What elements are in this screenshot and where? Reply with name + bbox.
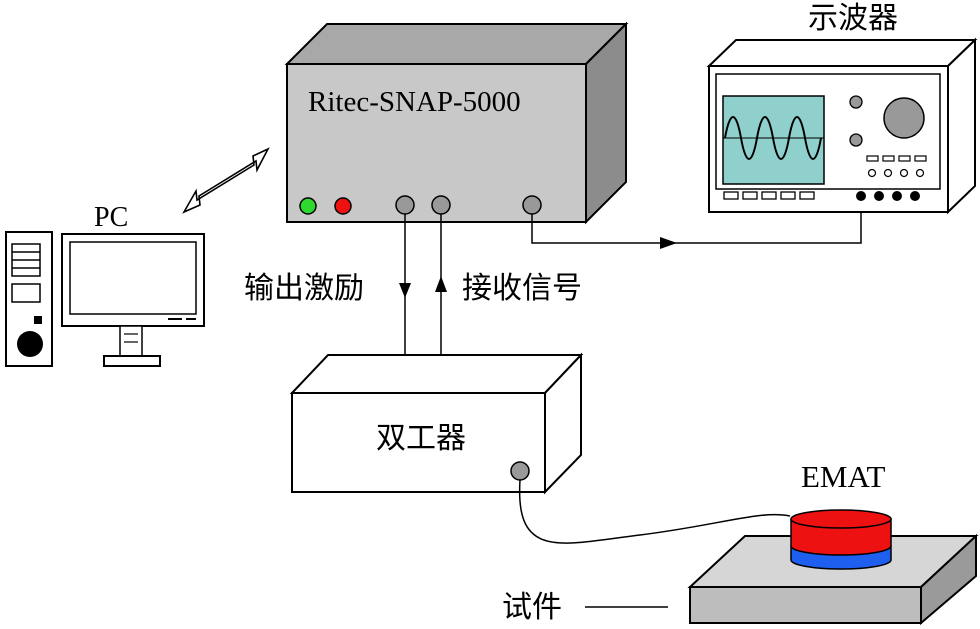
excitation-output-port	[395, 195, 415, 215]
control-keys	[866, 155, 927, 178]
small-knob-icon	[849, 133, 863, 147]
large-knob-icon	[883, 97, 925, 139]
specimen-label: 试件	[502, 590, 562, 625]
oscilloscope	[706, 37, 978, 215]
red-led-indicator	[334, 197, 352, 215]
pc-label: PC	[94, 202, 129, 233]
output-excitation-label: 输出激励	[244, 271, 364, 306]
pc-computer	[5, 231, 205, 367]
scope-connection	[531, 196, 862, 249]
small-knob-icon	[849, 95, 863, 109]
oscilloscope-label: 示波器	[808, 1, 898, 36]
green-led-indicator	[299, 197, 317, 215]
duplexer-box	[289, 352, 584, 495]
emat-transducer	[790, 509, 892, 570]
duplexer-port	[510, 461, 530, 481]
duplexer-label: 双工器	[376, 421, 466, 456]
specimen-plate	[687, 533, 979, 626]
bidirectional-arrow-icon	[182, 147, 270, 214]
input-connectors	[856, 191, 920, 201]
down-arrow-icon	[399, 283, 411, 298]
pc-monitor	[61, 233, 205, 367]
pc-tower	[5, 231, 53, 367]
screen-buttons	[723, 191, 815, 200]
right-arrow-icon	[660, 237, 677, 249]
emat-label: EMAT	[801, 459, 886, 494]
emat-cable	[518, 479, 791, 544]
sine-waveform	[724, 116, 822, 160]
up-arrow-icon	[435, 276, 447, 292]
scope-output-port	[522, 195, 542, 215]
receive-signal-label: 接收信号	[462, 271, 582, 306]
signal-input-port	[431, 195, 451, 215]
ritec-instrument-box	[284, 21, 629, 225]
ritec-label: Ritec-SNAP-5000	[308, 86, 521, 118]
signal-lines	[399, 214, 447, 355]
